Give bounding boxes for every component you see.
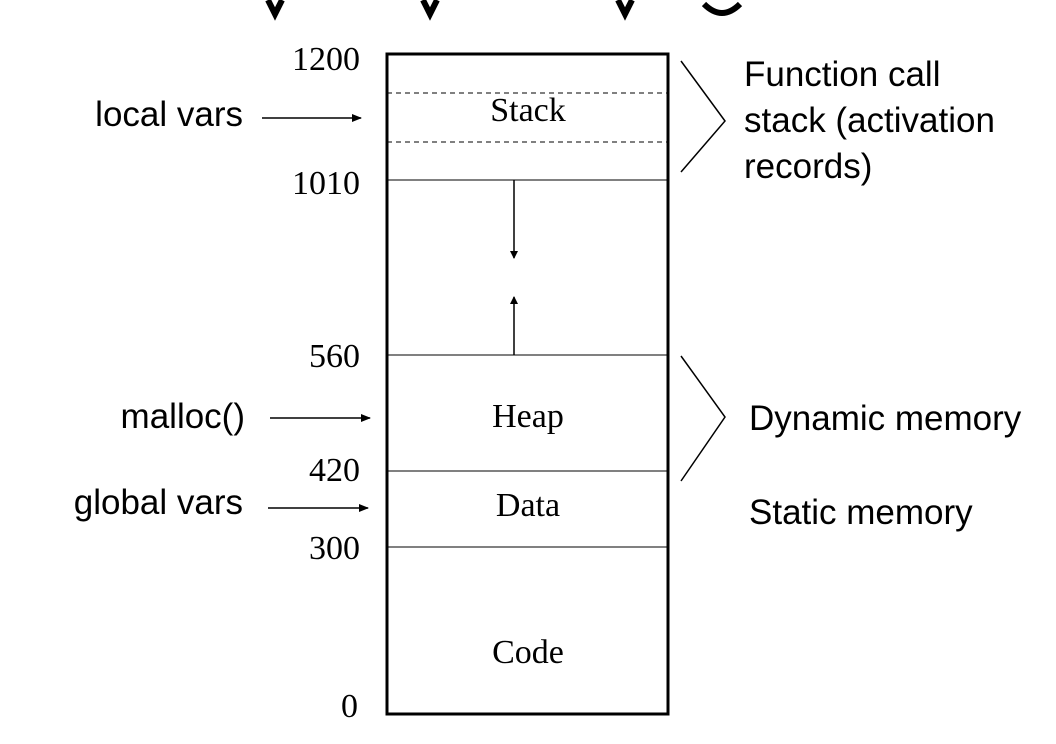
address-1010: 1010 [292,165,360,202]
pointer-local-vars-label: local vars [95,95,243,134]
address-0: 0 [341,688,358,725]
annotation-static-memory: Static memory [749,493,973,532]
annotation-line-3: records) [744,147,872,186]
annotation-line-1: Function call [744,55,940,94]
dynamic-memory-bracket [680,355,726,482]
memory-block [385,52,670,716]
address-1200: 1200 [292,41,360,78]
stack-bracket [680,60,726,173]
pointer-malloc-label: malloc() [121,397,245,436]
segment-heap-label: Heap [492,398,564,435]
segment-code-label: Code [492,634,564,671]
annotation-function-call-stack: Function call stack (activation records) [744,55,1005,186]
annotation-dynamic-memory: Dynamic memory [749,399,1022,438]
address-420: 420 [309,452,360,489]
cropped-title-fragment [265,0,743,21]
pointer-global-vars-label: global vars [74,483,243,522]
annotation-line-2: stack (activation [744,101,995,140]
segment-data-label: Data [496,487,560,524]
segment-stack-label: Stack [490,92,566,129]
address-560: 560 [309,338,360,375]
address-300: 300 [309,530,360,567]
